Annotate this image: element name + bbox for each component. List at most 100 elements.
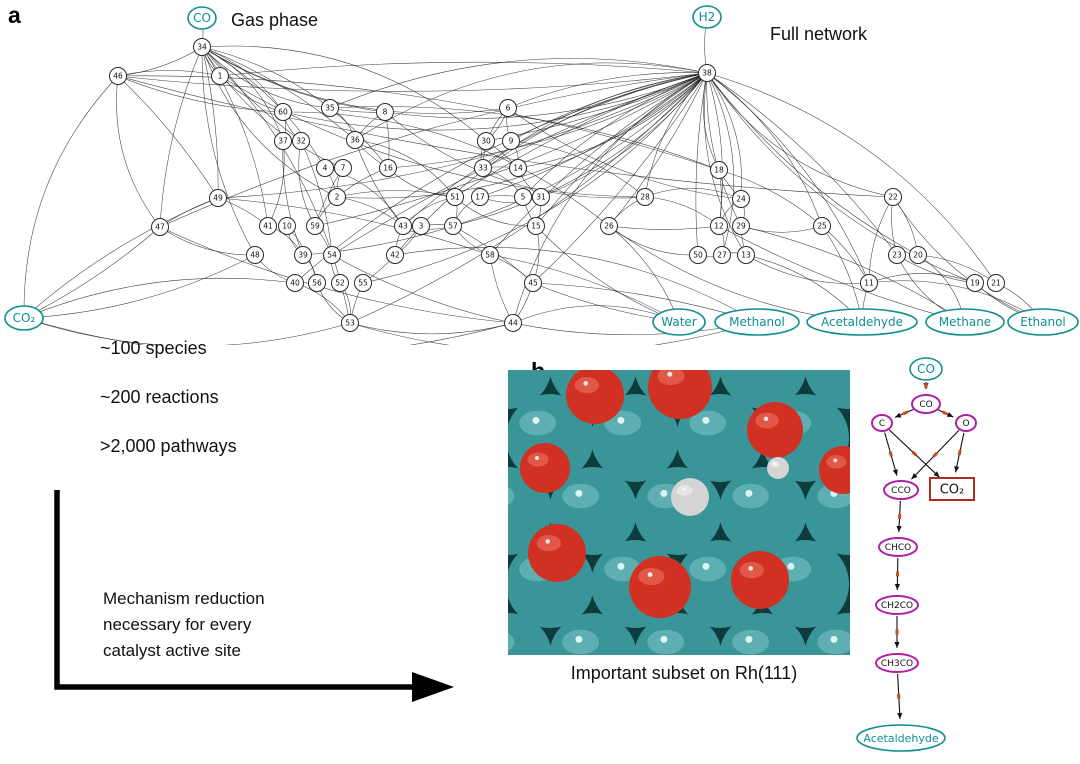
arrowhead-icon bbox=[954, 466, 960, 473]
reaction-edge bbox=[718, 225, 966, 323]
species-node-55: 55 bbox=[354, 274, 372, 292]
species-node-5: 5 bbox=[514, 188, 532, 206]
svg-text:6: 6 bbox=[506, 104, 511, 113]
svg-text:32: 32 bbox=[296, 137, 306, 146]
o-atom bbox=[819, 446, 850, 494]
terminal-h2-gas: H2 bbox=[692, 5, 722, 29]
rh-atom bbox=[676, 394, 764, 482]
reaction-edge bbox=[510, 72, 708, 142]
reaction-edge bbox=[489, 72, 708, 256]
species-node-12: 12 bbox=[710, 217, 728, 235]
panel-b-caption: Important subset on Rh(111) bbox=[570, 663, 798, 683]
reaction-edge bbox=[331, 72, 708, 256]
svg-text:Acetaldehyde: Acetaldehyde bbox=[863, 732, 938, 745]
reaction-edge bbox=[354, 139, 456, 198]
reaction-edge bbox=[608, 225, 720, 230]
reaction-edge bbox=[201, 46, 344, 169]
species-node-14: 14 bbox=[509, 159, 527, 177]
reaction-edge bbox=[695, 72, 708, 256]
reaction-edge bbox=[300, 140, 333, 256]
reaction-edge bbox=[354, 139, 404, 227]
svg-text:36: 36 bbox=[350, 136, 360, 145]
reaction-edge bbox=[159, 197, 219, 228]
subset-node-o: O bbox=[955, 414, 977, 432]
species-node-10: 10 bbox=[278, 217, 296, 235]
reduction-arrow bbox=[54, 490, 454, 702]
reaction-edge bbox=[868, 273, 976, 284]
terminal-co2-gas: CO₂ bbox=[4, 305, 44, 331]
terminal-acetaldehyde: Acetaldehyde bbox=[806, 308, 918, 336]
reaction-edge bbox=[294, 72, 708, 284]
species-node-56: 56 bbox=[308, 274, 326, 292]
species-node-23: 23 bbox=[888, 246, 906, 264]
species-node-36: 36 bbox=[346, 131, 364, 149]
o-atom bbox=[528, 524, 586, 582]
h-atom bbox=[767, 457, 789, 479]
species-node-22: 22 bbox=[884, 188, 902, 206]
species-node-19: 19 bbox=[966, 274, 984, 292]
full-network-label: Full network bbox=[770, 24, 868, 44]
transition-state-marker bbox=[932, 451, 939, 458]
reaction-edge bbox=[117, 75, 219, 199]
svg-text:41: 41 bbox=[263, 222, 273, 231]
reaction-edge bbox=[117, 72, 708, 92]
svg-text:15: 15 bbox=[531, 222, 541, 231]
species-node-41: 41 bbox=[259, 217, 277, 235]
svg-text:33: 33 bbox=[478, 164, 488, 173]
rh-atom bbox=[719, 467, 807, 555]
species-node-29: 29 bbox=[732, 217, 750, 235]
reaction-edge bbox=[454, 196, 537, 227]
reaction-edge bbox=[219, 61, 708, 77]
svg-text:22: 22 bbox=[888, 193, 898, 202]
arrowhead-icon bbox=[894, 642, 900, 648]
species-node-9: 9 bbox=[502, 132, 520, 150]
svg-text:26: 26 bbox=[604, 222, 614, 231]
svg-text:3: 3 bbox=[419, 222, 424, 231]
species-node-17: 17 bbox=[471, 188, 489, 206]
species-node-38: 38 bbox=[698, 64, 716, 82]
reaction-edge bbox=[23, 317, 351, 345]
svg-text:31: 31 bbox=[536, 193, 546, 202]
reaction-edge bbox=[23, 277, 296, 319]
species-node-16: 16 bbox=[379, 159, 397, 177]
terminal-methanol: Methanol bbox=[714, 308, 800, 336]
svg-text:Ethanol: Ethanol bbox=[1020, 315, 1066, 329]
reaction-edge bbox=[608, 225, 680, 323]
transition-state-marker bbox=[897, 693, 901, 700]
svg-text:38: 38 bbox=[702, 69, 712, 78]
species-node-8: 8 bbox=[376, 103, 394, 121]
svg-text:42: 42 bbox=[390, 251, 400, 260]
reaction-edge bbox=[349, 322, 514, 335]
reaction-edge bbox=[917, 254, 997, 284]
svg-text:O: O bbox=[962, 419, 969, 429]
reaction-edge bbox=[706, 72, 742, 227]
svg-text:4: 4 bbox=[323, 164, 328, 173]
svg-text:29: 29 bbox=[736, 222, 746, 231]
reaction-edge bbox=[740, 225, 823, 233]
svg-text:CO: CO bbox=[919, 400, 932, 410]
reaction-edge bbox=[201, 46, 386, 113]
svg-text:37: 37 bbox=[278, 137, 288, 146]
reaction-edge bbox=[117, 75, 284, 113]
species-node-35: 35 bbox=[321, 99, 339, 117]
reaction-edge bbox=[706, 72, 919, 256]
subset-node-co_g: CO bbox=[909, 357, 943, 381]
species-node-51: 51 bbox=[446, 188, 464, 206]
svg-text:48: 48 bbox=[250, 251, 260, 260]
reaction-edge bbox=[349, 321, 758, 345]
subset-node-co: CO bbox=[911, 394, 941, 414]
reaction-edge bbox=[201, 45, 487, 142]
reaction-edge bbox=[159, 226, 256, 256]
species-node-26: 26 bbox=[600, 217, 618, 235]
species-node-15: 15 bbox=[527, 217, 545, 235]
reaction-edge bbox=[159, 72, 708, 228]
reaction-edge bbox=[821, 225, 863, 323]
reaction-edge bbox=[387, 72, 708, 169]
species-node-53: 53 bbox=[341, 314, 359, 332]
reaction-edge bbox=[532, 72, 708, 284]
reaction-edge bbox=[298, 140, 316, 227]
species-node-37: 37 bbox=[274, 132, 292, 150]
reaction-edge bbox=[452, 72, 708, 227]
